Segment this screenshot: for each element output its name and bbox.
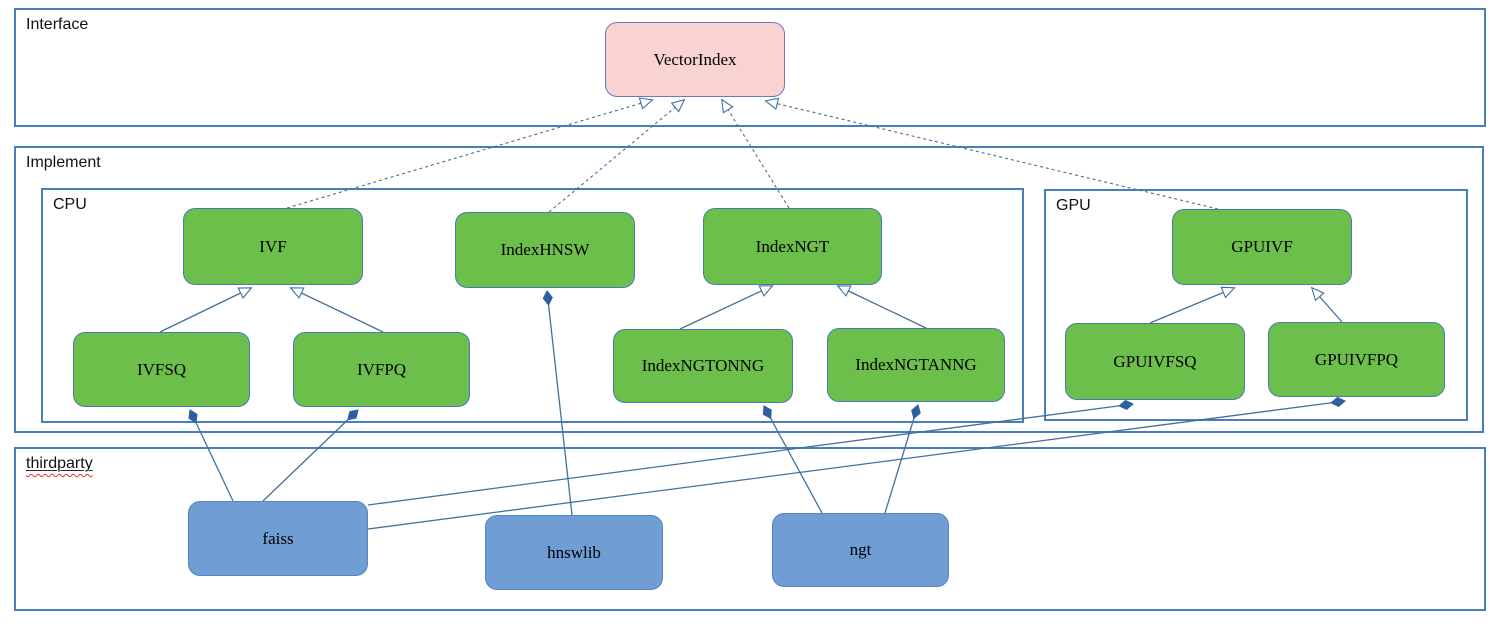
node-vectorindex-label: VectorIndex (653, 49, 737, 69)
node-gpuivfpq: GPUIVFPQ (1268, 322, 1445, 397)
node-hnswlib-label: hnswlib (547, 542, 601, 562)
node-ivf: IVF (183, 208, 363, 285)
group-cpu-label: CPU (53, 196, 87, 213)
group-interface-label: Interface (26, 16, 89, 33)
node-indexngtonng-label: IndexNGTONNG (641, 356, 765, 375)
node-gpuivf: GPUIVF (1172, 209, 1352, 285)
node-gpuivfsq-label: GPUIVFSQ (1113, 351, 1197, 371)
node-gpuivfsq: GPUIVFSQ (1065, 323, 1245, 400)
node-ivf-label: IVF (259, 236, 287, 256)
node-ngt: ngt (772, 513, 949, 587)
node-ivfsq: IVFSQ (73, 332, 250, 407)
node-vectorindex: VectorIndex (605, 22, 785, 97)
node-gpuivfpq-label: GPUIVFPQ (1314, 349, 1399, 369)
node-faiss-label: faiss (262, 528, 294, 548)
group-implement-label: Implement (26, 154, 101, 171)
node-ivfsq-label: IVFSQ (136, 359, 187, 379)
node-indexngt: IndexNGT (703, 208, 882, 285)
node-indexngtanng-label: IndexNGTANNG (855, 355, 977, 374)
group-gpu-label: GPU (1056, 197, 1091, 214)
node-ngt-label: ngt (849, 540, 872, 559)
node-indexngtonng: IndexNGTONNG (613, 329, 793, 403)
node-ivfpq: IVFPQ (293, 332, 470, 407)
node-indexngt-label: IndexNGT (755, 236, 830, 256)
node-indexhnsw: IndexHNSW (455, 212, 635, 288)
node-indexngtanng: IndexNGTANNG (827, 328, 1005, 402)
group-thirdparty-label: thirdparty (26, 455, 93, 472)
node-ivfpq-label: IVFPQ (356, 359, 407, 379)
node-indexhnsw-label: IndexHNSW (500, 240, 590, 259)
node-faiss: faiss (188, 501, 368, 576)
node-gpuivf-label: GPUIVF (1231, 237, 1293, 256)
node-hnswlib: hnswlib (485, 515, 663, 590)
